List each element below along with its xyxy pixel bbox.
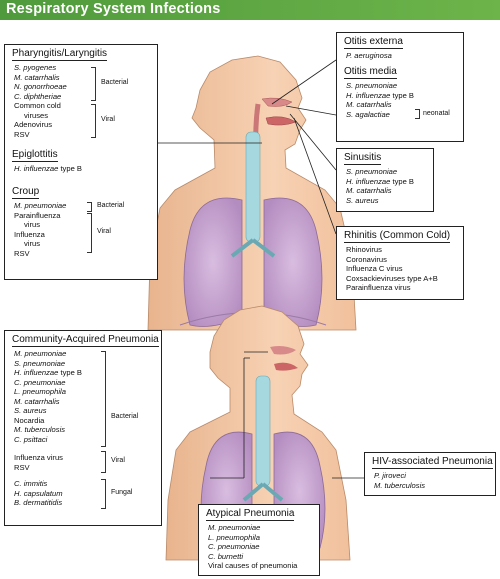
rhinitis-item: Rhinovirus: [346, 245, 382, 254]
sinusitis-item: M. catarrhalis: [346, 186, 392, 195]
croup-item: virus: [24, 220, 41, 229]
upper-mouth: [265, 116, 297, 126]
rhinitis-box: Rhinitis (Common Cold) Rhinovirus Corona…: [336, 226, 464, 300]
bacterial-label: Bacterial: [111, 413, 139, 420]
pharyngitis-item: Adenovirus: [14, 120, 52, 129]
upper-figure: [147, 55, 357, 331]
cap-item: Nocardia: [14, 415, 45, 425]
croup-item: RSV: [14, 248, 30, 258]
cap-fungal-item: C. immitis: [14, 479, 48, 488]
hiv-item: P. jiroveci: [374, 471, 406, 480]
otitis-externa-item: P. aeruginosa: [346, 51, 392, 60]
croup-item: virus: [24, 239, 41, 248]
hiv-title: HIV-associated Pneumonia: [372, 456, 493, 469]
otitis-externa-title: Otitis externa: [344, 36, 403, 49]
rhinitis-item: Coronavirus: [346, 254, 387, 264]
sinusitis-item: S. pneumoniae: [346, 167, 398, 176]
lower-nasal-cavity: [270, 346, 296, 355]
atypical-item: M. pneumoniae: [208, 523, 261, 532]
pharyngitis-item: M. catarrhalis: [14, 72, 60, 82]
croup-item: M. pneumoniae: [14, 201, 67, 210]
cap-viral-item: Influenza virus: [14, 453, 63, 462]
rhinitis-title: Rhinitis (Common Cold): [344, 230, 451, 243]
viral-label: Viral: [97, 228, 111, 235]
page-title: Respiratory System Infections: [6, 1, 221, 17]
otitis-media-item: H. influenzae type B: [346, 90, 414, 100]
pharyngitis-box: Pharyngitis/Laryngitis S. pyogenes M. ca…: [4, 44, 158, 280]
otitis-media-item: S. agalactiae: [346, 109, 390, 119]
cap-item: M. catarrhalis: [14, 396, 60, 406]
upper-left-lung: [183, 197, 243, 327]
cap-item: C. psittaci: [14, 434, 48, 444]
cap-fungal-item: H. capsulatum: [14, 488, 63, 498]
otitis-box: Otitis externa P. aeruginosa Otitis medi…: [336, 32, 464, 142]
bacterial-bracket: [101, 351, 106, 447]
cap-item: H. influenzae type B: [14, 368, 82, 377]
cap-box: Community-Acquired Pneumonia M. pneumoni…: [4, 330, 162, 526]
atypical-item: C. pneumoniae: [208, 542, 260, 551]
viral-bracket: [91, 104, 96, 138]
bacterial-bracket: [91, 67, 96, 101]
fungal-bracket: [101, 479, 106, 509]
sinusitis-item: H. influenzae type B: [346, 176, 414, 186]
epiglottitis-title: Epiglottitis: [12, 149, 58, 162]
neonatal-label: neonatal: [423, 110, 450, 117]
pharyngitis-item: Common cold: [14, 101, 61, 110]
croup-item: Influenza: [14, 229, 45, 239]
pharyngitis-title: Pharyngitis/Laryngitis: [12, 48, 108, 61]
rhinitis-item: Parainfluenza virus: [346, 283, 411, 292]
atypical-title: Atypical Pneumonia: [206, 508, 295, 521]
upper-trachea: [245, 131, 261, 243]
rhinitis-item: Coxsackieviruses type A+B: [346, 273, 438, 283]
bacterial-bracket: [87, 202, 92, 212]
pharyngitis-item: S. pyogenes: [14, 63, 57, 72]
otitis-media-item: S. pneumoniae: [346, 81, 398, 90]
cap-item: C. pneumoniae: [14, 377, 66, 387]
bacterial-label: Bacterial: [97, 202, 125, 209]
cap-item: S. pneumoniae: [14, 358, 66, 368]
hiv-box: HIV-associated Pneumonia P. jiroveci M. …: [364, 452, 496, 496]
cap-fungal-item: B. dermatitidis: [14, 498, 63, 507]
croup-title: Croup: [12, 186, 40, 199]
lower-bronchi: [242, 482, 284, 502]
hiv-item: M. tuberculosis: [374, 480, 426, 490]
fungal-label: Fungal: [111, 489, 133, 496]
sinusitis-item: S. aureus: [346, 195, 379, 205]
sinusitis-title: Sinusitis: [344, 152, 382, 165]
lower-trachea: [255, 375, 271, 487]
upper-nasal-cavity: [261, 97, 293, 107]
atypical-item: Viral causes of pneumonia: [208, 561, 298, 570]
cap-item: M. pneumoniae: [14, 349, 67, 358]
cap-viral-item: RSV: [14, 462, 30, 472]
sinusitis-box: Sinusitis S. pneumoniae H. influenzae ty…: [336, 148, 434, 212]
pharyngitis-item: C. diphtheriae: [14, 91, 62, 101]
page-header: Respiratory System Infections: [0, 0, 500, 20]
cap-item: M. tuberculosis: [14, 425, 66, 434]
cap-item: S. aureus: [14, 406, 47, 415]
cap-title: Community-Acquired Pneumonia: [12, 334, 159, 347]
pharyngitis-item: N. gonorrhoeae: [14, 82, 67, 91]
lower-mouth: [274, 362, 298, 371]
viral-bracket: [87, 213, 92, 253]
viral-bracket: [101, 451, 106, 473]
otitis-media-title: Otitis media: [344, 66, 397, 79]
rhinitis-item: Influenza C virus: [346, 264, 403, 273]
otitis-media-item: M. catarrhalis: [346, 100, 392, 109]
neonatal-bracket: [415, 109, 420, 119]
epiglottitis-item: H. influenzae type B: [14, 164, 82, 173]
viral-label: Viral: [101, 116, 115, 123]
viral-label: Viral: [111, 457, 125, 464]
pharyngitis-item: viruses: [24, 110, 49, 120]
atypical-item: C. burnetti: [208, 551, 244, 561]
bacterial-label: Bacterial: [101, 79, 129, 86]
upper-bronchi: [230, 238, 276, 258]
pharyngitis-item: RSV: [14, 129, 30, 139]
cap-item: L. pneumophila: [14, 387, 66, 396]
atypical-box: Atypical Pneumonia M. pneumoniae L. pneu…: [198, 504, 320, 576]
croup-item: Parainfluenza: [14, 210, 61, 220]
atypical-item: L. pneumophila: [208, 532, 260, 542]
